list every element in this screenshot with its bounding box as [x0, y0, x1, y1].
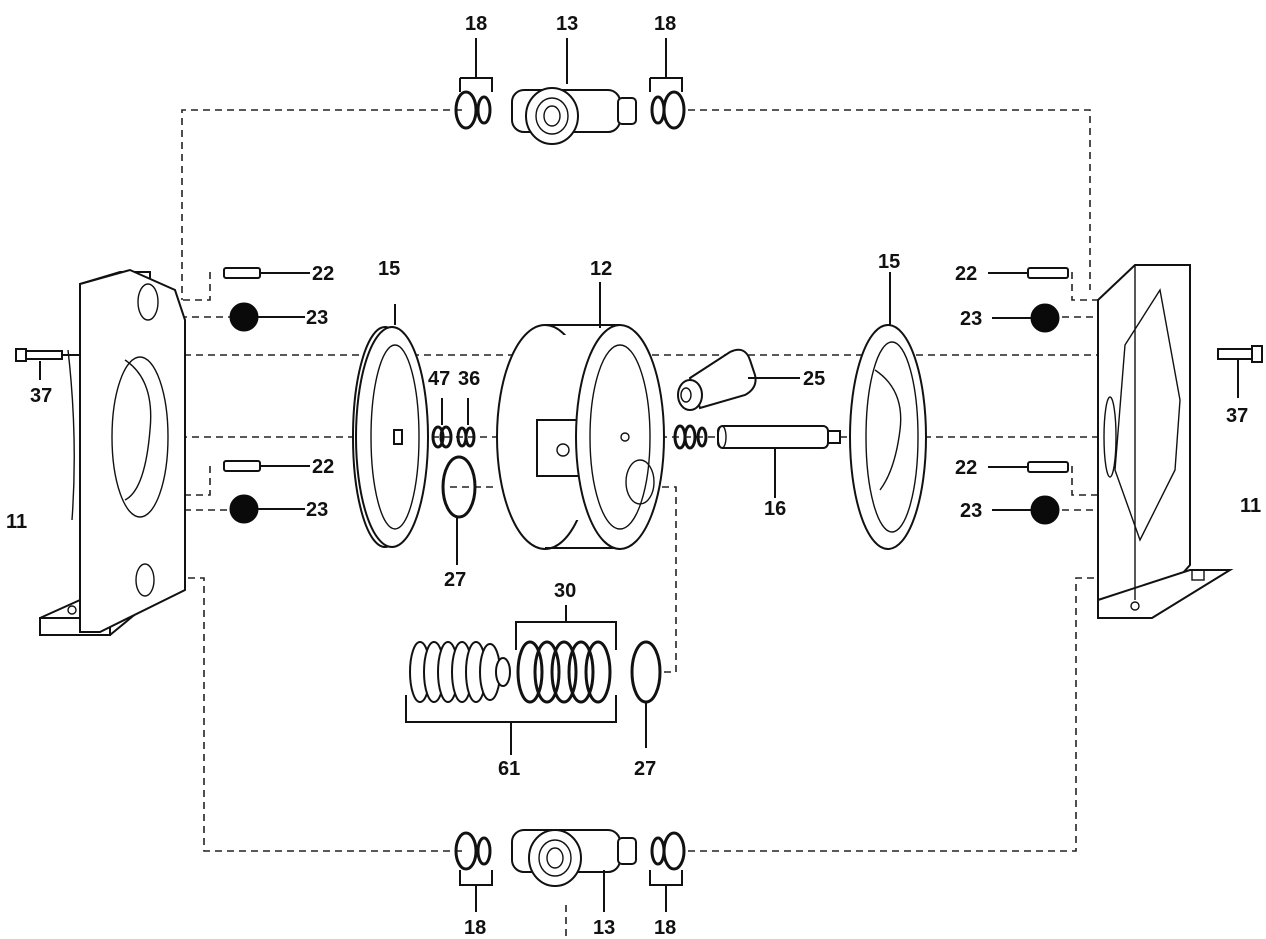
- bolt-37-left: [15, 348, 80, 380]
- label-25: 25: [803, 368, 825, 390]
- center-body-part-12: [496, 282, 665, 550]
- label-18-top-left: 18: [465, 13, 487, 35]
- ball-23-upper-right: [992, 303, 1060, 333]
- snap-ring-27-upper: [441, 455, 477, 565]
- right-housing-part-11: [1097, 264, 1234, 619]
- label-23-lower-right: 23: [960, 500, 982, 522]
- diaphragm-15-left: [352, 304, 429, 548]
- snap-ring-27-lower: [630, 640, 662, 748]
- label-47: 47: [428, 368, 450, 390]
- dowel-pin-22-lower-left: [223, 460, 310, 472]
- o-rings-47-36: [431, 398, 476, 449]
- label-22-upper-right: 22: [955, 263, 977, 285]
- label-18-bottom-left: 18: [464, 917, 486, 939]
- label-12: 12: [590, 258, 612, 280]
- label-11-left: 11: [6, 511, 27, 533]
- label-16: 16: [764, 498, 786, 520]
- shaft-16: [717, 425, 841, 498]
- label-23-lower-left: 23: [306, 499, 328, 521]
- part-labels: 18 13 18 22 23 22 23 37 11 15 12 15 47 3…: [6, 13, 1261, 939]
- label-13-top: 13: [556, 13, 578, 35]
- label-15-right: 15: [878, 251, 900, 273]
- left-housing-part-11: [39, 268, 186, 636]
- label-27-upper: 27: [444, 569, 466, 591]
- dowel-pin-22-upper-right: [988, 267, 1069, 279]
- label-36: 36: [458, 368, 480, 390]
- label-13-bottom: 13: [593, 917, 615, 939]
- ball-23-upper-left: [229, 302, 305, 332]
- sleeve-25: [677, 348, 800, 411]
- spool-61: [405, 641, 617, 755]
- dowel-pin-22-lower-right: [988, 461, 1069, 473]
- label-22-upper-left: 22: [312, 263, 334, 285]
- manifold-13-bottom: [454, 829, 686, 912]
- label-18-bottom-right: 18: [654, 917, 676, 939]
- label-27-lower: 27: [634, 758, 656, 780]
- label-37-right: 37: [1226, 405, 1248, 427]
- o-rings-shaft: [673, 424, 708, 450]
- label-30: 30: [554, 580, 576, 602]
- label-22-lower-left: 22: [312, 456, 334, 478]
- seals-30: [515, 605, 617, 704]
- label-23-upper-left: 23: [306, 307, 328, 329]
- label-22-lower-right: 22: [955, 457, 977, 479]
- label-18-top-right: 18: [654, 13, 676, 35]
- manifold-13-top: [454, 38, 686, 145]
- dowel-pin-22-upper-left: [223, 267, 310, 279]
- diaphragm-15-right: [849, 272, 927, 550]
- label-23-upper-right: 23: [960, 308, 982, 330]
- bolt-37-right: [1217, 345, 1263, 398]
- label-37-left: 37: [30, 385, 52, 407]
- ball-23-lower-left: [229, 494, 305, 524]
- ball-23-lower-right: [992, 495, 1060, 525]
- label-15-left: 15: [378, 258, 400, 280]
- label-61: 61: [498, 758, 520, 780]
- label-11-right: 11: [1240, 495, 1261, 517]
